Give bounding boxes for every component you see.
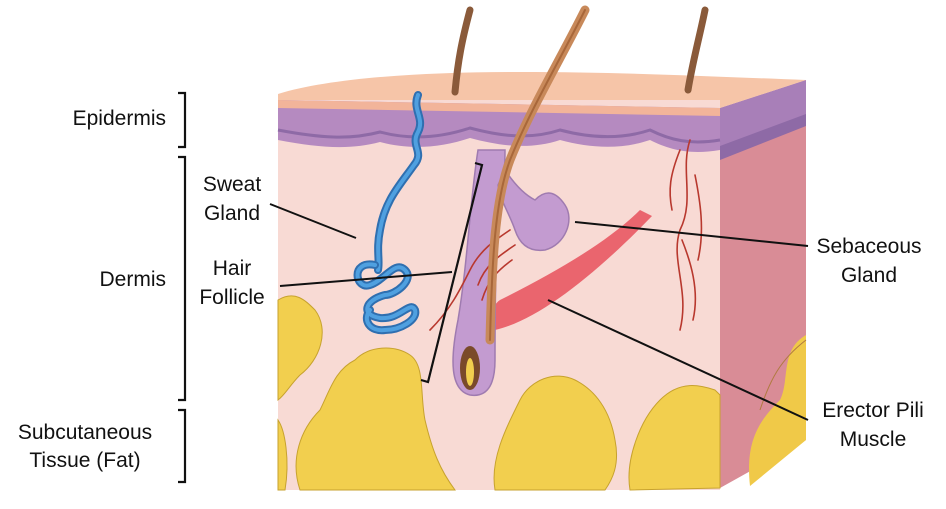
sweat-gland-label-line1: Sweat	[190, 172, 274, 198]
dermis-bracket	[178, 157, 185, 400]
hair-follicle-label-line2: Follicle	[190, 285, 274, 311]
sebaceous-gland-label-line1: Sebaceous	[814, 234, 924, 260]
erector-pili-label-line1: Erector Pili	[810, 398, 936, 424]
hair-follicle-label-line1: Hair	[190, 256, 274, 282]
subcutaneous-label-line1: Subcutaneous	[0, 420, 170, 446]
epidermis-label: Epidermis	[40, 106, 166, 132]
epidermis-bracket	[178, 93, 185, 147]
subcutaneous-label-line2: Tissue (Fat)	[0, 448, 170, 474]
layer-brackets	[178, 93, 185, 482]
sweat-gland-label-line2: Gland	[190, 201, 274, 227]
dermis-label: Dermis	[40, 267, 166, 293]
skin-block-side-face	[720, 80, 806, 488]
subcutaneous-bracket	[178, 410, 185, 482]
sebaceous-gland-label-line2: Gland	[814, 263, 924, 289]
erector-pili-label-line2: Muscle	[810, 427, 936, 453]
